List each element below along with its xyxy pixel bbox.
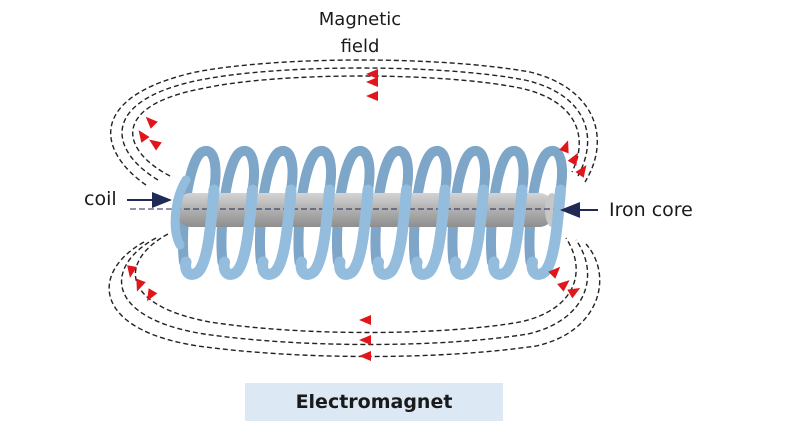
coil-turn-back [408, 146, 452, 267]
field-arrowhead [147, 288, 158, 302]
field-direction-arrows [127, 69, 587, 361]
coil-turn-back [331, 146, 375, 267]
field-arrowhead [359, 351, 371, 361]
coil-back-turns [177, 146, 567, 267]
coil-turn-back [177, 146, 221, 267]
field-line [109, 59, 598, 186]
field-arrowhead [557, 280, 570, 292]
field-arrowhead [136, 278, 146, 292]
magnetic-field-label: Magnetic field [318, 9, 402, 57]
coil-turn-front [526, 184, 566, 280]
field-arrowhead [567, 288, 581, 299]
field-arrowhead [366, 91, 378, 101]
coil-turn-back [254, 146, 298, 267]
field-arrowhead [366, 69, 378, 79]
coil-turn-front [334, 184, 374, 280]
coil-turn-front [295, 184, 335, 280]
coil-label: coil [84, 188, 117, 210]
field-arrowhead [548, 266, 561, 279]
coil-turn-front [411, 184, 451, 280]
field-arrowhead [138, 130, 150, 143]
coil-turn-back [447, 146, 490, 267]
coil-lead [170, 175, 191, 250]
field-arrowhead [145, 116, 158, 129]
coil-turn-front [372, 184, 412, 280]
caption-title: Electromagnet [295, 391, 453, 413]
field-line [120, 237, 589, 346]
field-arrowhead [127, 265, 137, 278]
coil-turn-back [485, 146, 529, 267]
field-line [121, 67, 589, 181]
coil-front-turns [170, 175, 566, 280]
coil-turn-back [293, 146, 336, 267]
field-arrowhead [366, 77, 378, 87]
coil-turn-back [216, 146, 259, 267]
iron-core-label: Iron core [609, 199, 693, 221]
coil-turn-front [257, 184, 297, 280]
field-arrowhead [359, 315, 371, 325]
field-arrowhead [575, 165, 587, 178]
coil-turn-front [488, 184, 528, 280]
coil-turn-back [370, 146, 413, 267]
field-arrowhead [567, 152, 578, 166]
coil-turn-front [218, 184, 258, 280]
coil-turn-front [180, 184, 220, 280]
caption-box: Electromagnet [245, 383, 503, 421]
field-arrowhead [559, 140, 569, 154]
coil-turn-front [449, 184, 489, 280]
coil-turn-back [524, 146, 567, 267]
field-arrowhead [149, 139, 162, 151]
field-arrowhead [359, 335, 371, 345]
